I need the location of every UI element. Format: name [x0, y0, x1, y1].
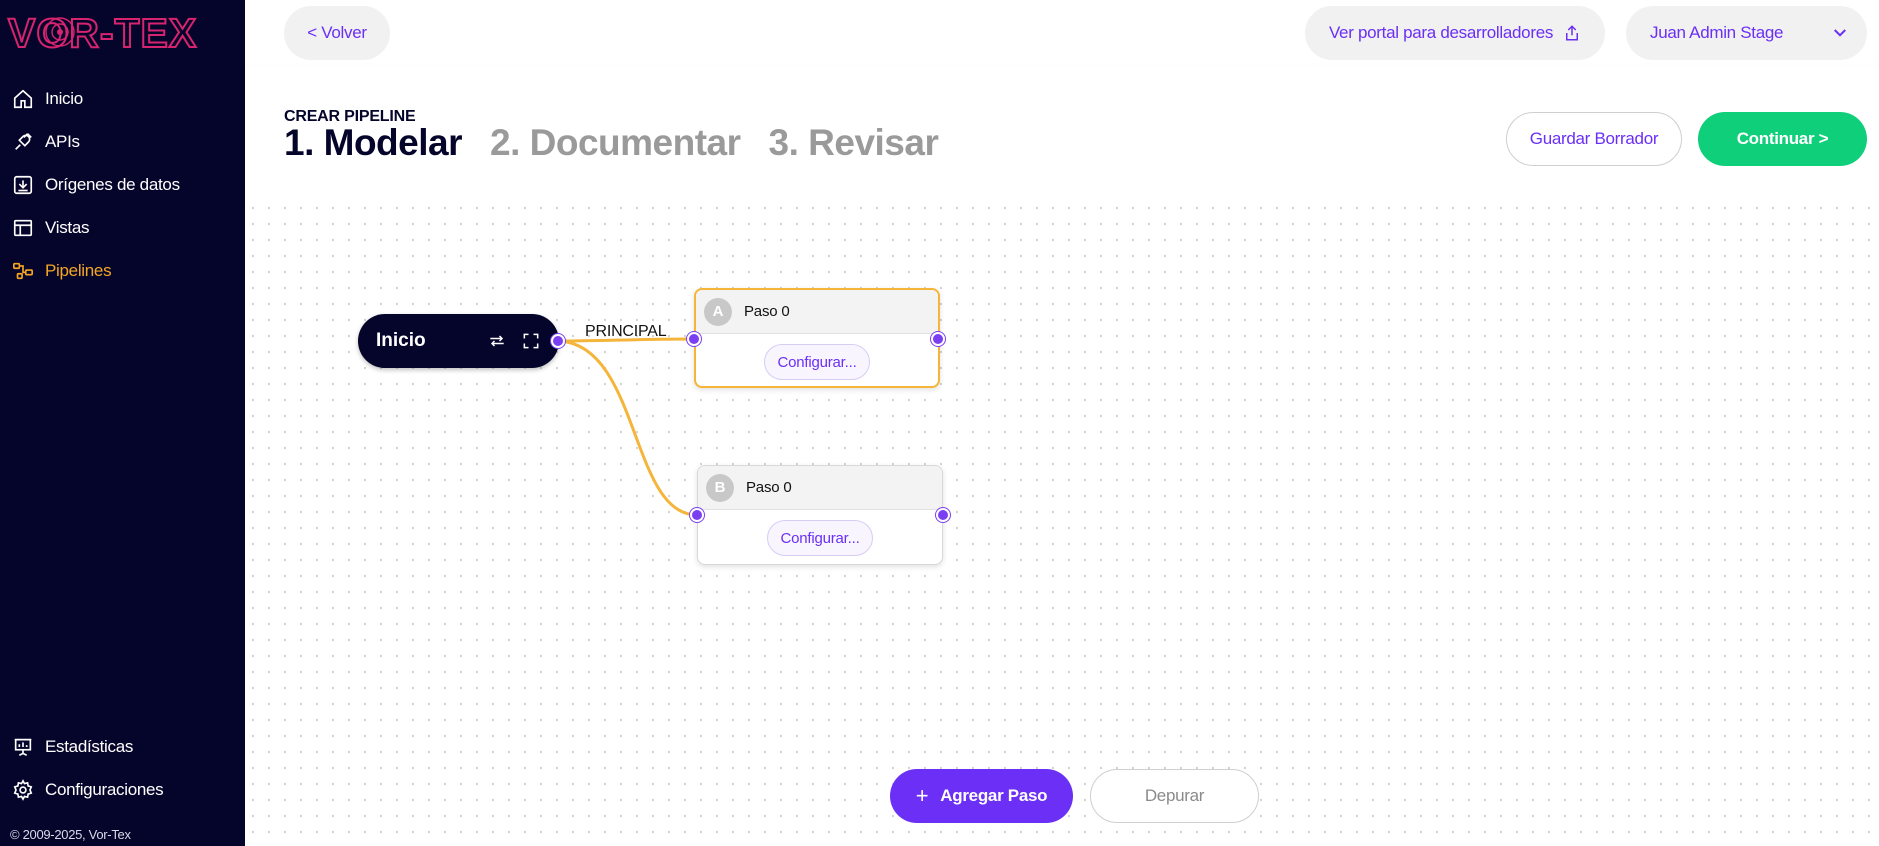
- back-button[interactable]: < Volver: [284, 6, 390, 60]
- step-badge: B: [706, 473, 734, 502]
- table-icon: [12, 217, 34, 239]
- brand-logo[interactable]: VOR-TEX: [4, 8, 232, 57]
- sidebar-item-estadisticas[interactable]: Estadísticas: [0, 725, 245, 768]
- step-node-a[interactable]: A Paso 0 Configurar...: [694, 288, 940, 388]
- step-title: Paso 0: [746, 479, 792, 496]
- start-node-label: Inicio: [376, 330, 426, 351]
- home-icon: [12, 88, 34, 110]
- wizard-steps: 1. Modelar 2. Documentar 3. Revisar: [284, 122, 939, 164]
- sidebar-item-configuraciones[interactable]: Configuraciones: [0, 768, 245, 811]
- sidebar-bottom-nav: Estadísticas Configuraciones: [0, 725, 245, 811]
- configure-button[interactable]: Configurar...: [767, 520, 873, 556]
- start-node-tools: [487, 331, 541, 351]
- swap-icon[interactable]: [487, 331, 507, 351]
- sidebar-item-label: Orígenes de datos: [45, 174, 180, 194]
- add-step-button[interactable]: + Agregar Paso: [890, 769, 1073, 823]
- sidebar-item-label: Vistas: [45, 217, 90, 237]
- sidebar-nav: Inicio APIs Orígenes de datos Vistas Pip…: [0, 77, 245, 292]
- start-output-port[interactable]: [551, 334, 565, 348]
- download-icon: [12, 174, 34, 196]
- sidebar-item-origenes[interactable]: Orígenes de datos: [0, 163, 245, 206]
- sidebar-item-label: Pipelines: [45, 260, 112, 280]
- pipeline-icon: [12, 260, 34, 282]
- user-name: Juan Admin Stage: [1650, 23, 1784, 42]
- gear-icon: [12, 778, 34, 801]
- node-b-input-port[interactable]: [690, 508, 704, 522]
- sidebar-item-vistas[interactable]: Vistas: [0, 206, 245, 249]
- user-menu[interactable]: Juan Admin Stage: [1626, 6, 1867, 60]
- sidebar-item-label: Estadísticas: [45, 736, 134, 756]
- api-icon: [12, 131, 34, 153]
- sidebar-item-apis[interactable]: APIs: [0, 120, 245, 163]
- developer-portal-label: Ver portal para desarrolladores: [1328, 23, 1554, 42]
- edge-label: PRINCIPAL: [585, 323, 667, 340]
- debug-button[interactable]: Depurar: [1090, 769, 1259, 823]
- svg-text:VOR-TEX: VOR-TEX: [8, 10, 197, 56]
- save-draft-button[interactable]: Guardar Borrador: [1506, 112, 1682, 166]
- node-b-output-port[interactable]: [936, 508, 950, 522]
- continue-button[interactable]: Continuar >: [1698, 112, 1867, 166]
- step-documentar[interactable]: 2. Documentar: [490, 122, 741, 163]
- step-node-b[interactable]: B Paso 0 Configurar...: [697, 465, 943, 565]
- node-a-input-port[interactable]: [687, 332, 701, 346]
- pipeline-canvas[interactable]: [245, 200, 1879, 846]
- sidebar-item-label: Inicio: [45, 88, 83, 108]
- step-node-header: A Paso 0: [696, 290, 938, 334]
- chevron-down-icon: [1831, 24, 1849, 42]
- copyright-text: © 2009-2025, Vor-Tex: [10, 827, 131, 842]
- sidebar-item-label: Configuraciones: [45, 779, 164, 799]
- stats-icon: [12, 736, 34, 758]
- share-icon: [1563, 24, 1581, 42]
- sidebar: VOR-TEX Inicio APIs Orígenes de datos: [0, 0, 245, 846]
- expand-icon[interactable]: [521, 331, 541, 351]
- sidebar-item-inicio[interactable]: Inicio: [0, 77, 245, 120]
- sidebar-item-label: APIs: [45, 131, 80, 151]
- developer-portal-button[interactable]: Ver portal para desarrolladores: [1305, 6, 1605, 60]
- back-button-label: < Volver: [307, 23, 367, 42]
- step-modelar[interactable]: 1. Modelar: [284, 122, 463, 163]
- page-eyebrow: CREAR PIPELINE: [284, 108, 416, 125]
- step-node-header: B Paso 0: [698, 466, 942, 510]
- add-step-label: Agregar Paso: [940, 786, 1048, 805]
- step-badge: A: [704, 297, 732, 326]
- step-title: Paso 0: [744, 303, 790, 320]
- node-a-output-port[interactable]: [931, 332, 945, 346]
- step-revisar[interactable]: 3. Revisar: [768, 122, 939, 163]
- plus-icon: +: [915, 783, 929, 808]
- sidebar-item-pipelines[interactable]: Pipelines: [0, 249, 245, 292]
- configure-button[interactable]: Configurar...: [764, 344, 870, 380]
- start-node[interactable]: Inicio: [358, 314, 559, 368]
